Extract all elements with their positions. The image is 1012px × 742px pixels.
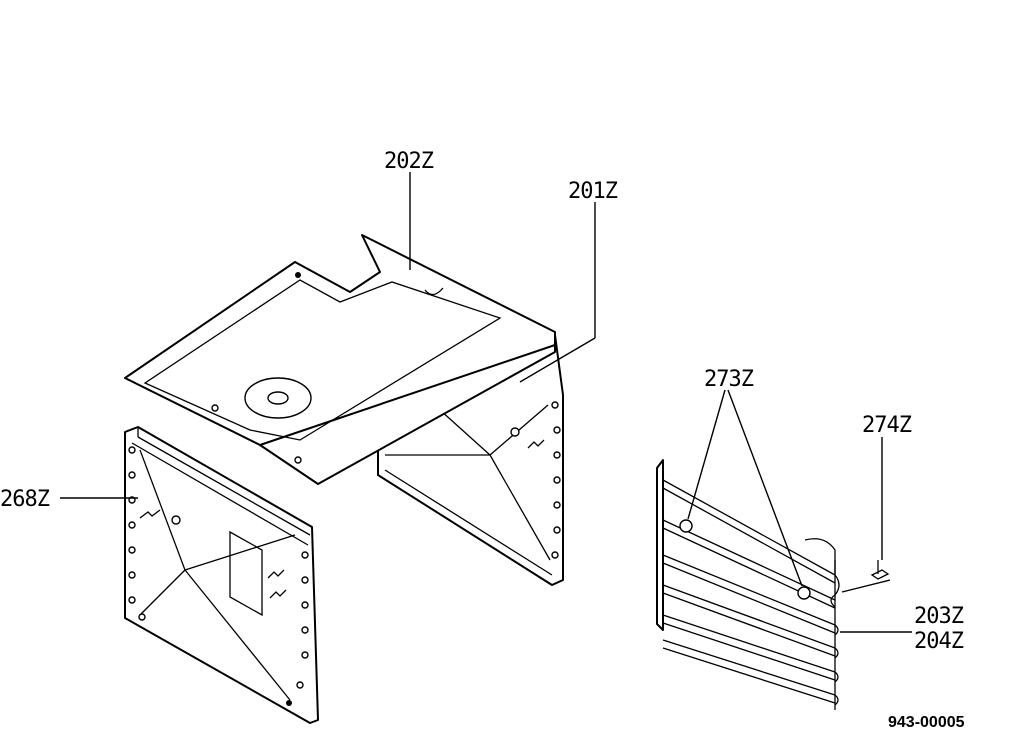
label-202z: 202Z [384, 149, 434, 174]
left-side-panel [124, 426, 319, 724]
label-201z: 201Z [568, 179, 618, 204]
leader-lines [60, 172, 912, 633]
drawing-number: 943-00005 [888, 714, 965, 731]
shelf-runner-rack [656, 459, 890, 710]
top-panel [124, 234, 556, 485]
label-268z: 268Z [0, 487, 50, 512]
part-labels: 202Z 201Z 273Z 274Z 268Z 203Z 204Z 943-0… [0, 149, 965, 731]
label-203z: 203Z [914, 604, 964, 629]
label-274z: 274Z [862, 413, 912, 438]
label-273z: 273Z [704, 367, 754, 392]
label-204z: 204Z [914, 629, 964, 654]
